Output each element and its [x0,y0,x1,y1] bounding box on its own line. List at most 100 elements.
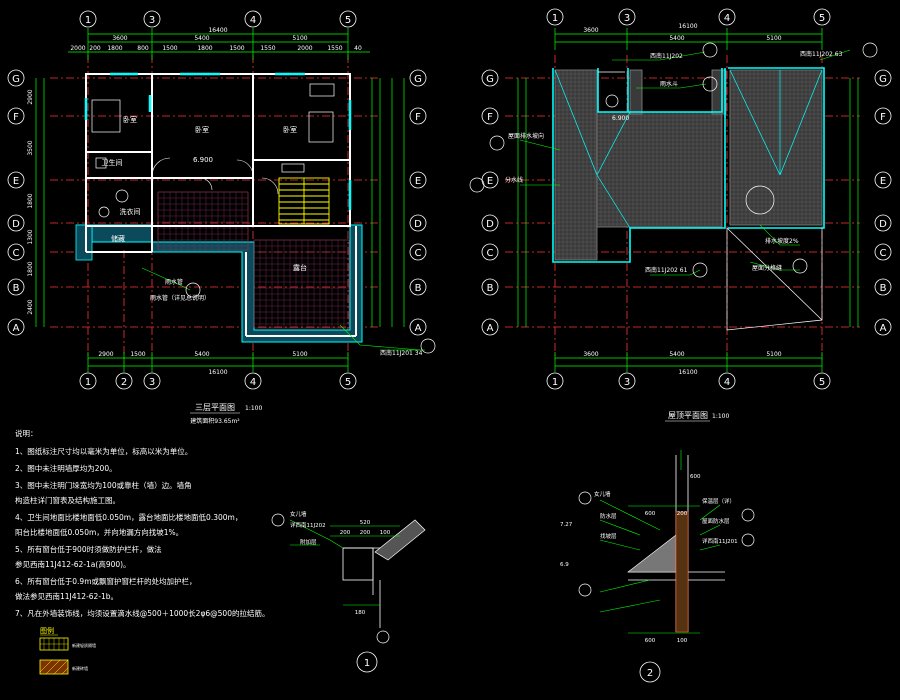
note-line: 阳台比楼地面低0.050m，并向地漏方向找坡1%。 [15,527,183,537]
dim-text: 3600 [583,27,598,34]
detail-label: 600 [690,474,701,480]
dim-text: 40 [354,45,362,52]
note-line: 4、卫生间地面比楼地面低0.050m，露台地面比楼地面低0.300m， [15,512,242,522]
dim-text: 600 [645,511,656,517]
callout-text: 屋面排水坡向 [508,132,544,140]
left-plan-scale: 1:100 [245,405,262,412]
dim-text: 180 [355,610,366,616]
right-roof-plan [469,28,878,372]
grid-row-label: B [13,283,20,294]
dim-text: 5400 [194,351,209,358]
dim-text: 800 [137,45,149,52]
left-grid-bubbles: 1 3 4 5 1 2 3 4 5 G F E D C B A [7,10,427,390]
room-label: 卫生间 [102,158,123,167]
notes-block: 说明： 1、图纸标注尺寸均以毫米为单位，标高以米为单位。 2、图中未注明墙厚均为… [15,428,269,618]
dim-text: 2400 [27,299,34,314]
left-plan-title: 三层平面图 [195,403,235,412]
note-line: 3、图中未注明门垛宽均为100或靠柱（墙）边。墙角 [15,480,192,490]
dim-text: 1500 [162,45,177,52]
callout-text: 排水坡度2% [765,237,799,245]
grid-col-label: 1 [85,377,91,388]
grid-col-label: 3 [624,13,630,24]
dim-text: 5100 [766,351,781,358]
grid-row-label: F [13,112,19,123]
dim-text: 3500 [27,140,34,155]
dim-text: 1800 [27,193,34,208]
dim-text: 1300 [27,229,34,244]
legend-item: 新建砖墙 [72,665,88,671]
dim-text: 5100 [292,351,307,358]
detail-label: 女儿墙 [290,510,307,518]
dim-text: 200 [89,45,101,52]
grid-col-label: 5 [819,13,825,24]
grid-row-label: B [487,283,494,294]
detail-label: 找坡层 [600,532,617,540]
plan-titles: 三层平面图 1:100 建筑面积93.65m² 屋顶平面图 1:100 [190,403,729,425]
grid-row-label: G [414,74,422,85]
detail-2-text: 2 600 100 600 200 7.27 6.9 女儿墙 防水层 找坡层 保… [560,474,738,679]
right-grid-bubbles: 1 3 4 5 1 3 4 5 G F E D C B A G F E [481,8,892,390]
left-floor-plan [35,28,436,372]
dim-text: 2900 [27,89,34,104]
room-labels: 卧室 卧室 卧室 卫生间 洗衣间 露台 储藏 6.900 [102,115,308,272]
right-plan-scale: 1:100 [712,413,729,420]
grid-col-label: 4 [724,377,730,388]
grid-row-label: C [415,248,422,259]
grid-row-label: D [879,219,887,230]
level-text: 7.27 [560,522,573,528]
dim-text: 5400 [669,351,684,358]
dim-text: 200 [677,511,688,517]
callout-text: 西南11J201 34 [380,349,423,357]
detail-1 [271,513,426,673]
detail-label: 保温层（详） [702,497,735,505]
grid-col-label: 5 [345,15,351,26]
dim-text: 3600 [583,351,598,358]
dim-text: 100 [677,638,688,644]
dim-text: 5400 [669,35,684,42]
grid-row-label: F [487,112,493,123]
dim-text: 1800 [107,45,122,52]
grid-col-label: 2 [121,377,127,388]
grid-row-label: E [415,176,421,187]
dim-text: 5400 [194,35,209,42]
grid-row-label: C [880,248,887,259]
callout-text: 雨水斗 [660,80,678,88]
grid-col-label: 4 [250,15,256,26]
room-label: 洗衣间 [120,207,141,216]
grid-row-label: A [13,323,20,334]
callout-text: 雨水管（详见总说明） [150,294,210,302]
notes-heading: 说明： [15,428,38,438]
dim-text: 200 [340,530,351,536]
grid-row-label: E [13,176,19,187]
note-line: 5、所有窗台低于900时须做防护栏杆，做法 [15,544,162,554]
dim-overall-bottom: 16100 [208,369,227,376]
dim-text: 5100 [292,35,307,42]
grid-row-label: D [414,219,422,230]
grid-row-label: F [415,112,421,123]
dim-text: 100 [380,530,391,536]
callout-text: 分水线 [505,176,523,184]
dim-text: 1800 [197,45,212,52]
grid-row-label: C [13,248,20,259]
grid-col-label: 5 [819,377,825,388]
left-plan-area: 建筑面积93.65m² [190,417,240,425]
grid-col-label: 4 [724,13,730,24]
callout-text: 屋面分格缝 [752,264,782,272]
dim-text: 2000 [70,45,85,52]
dim-text: 520 [360,520,371,526]
detail-label: 屋面防水层 [702,517,730,525]
detail-label: 详西南11J201 [702,537,738,545]
grid-row-label: D [486,219,494,230]
grid-row-label: B [880,283,887,294]
note-line: 做法参见西南11J412-62-1b。 [15,591,118,601]
side-dimension-texts: 2900 3500 1800 1300 1800 2400 [27,89,34,314]
detail-1-text: 1 520 200 200 100 180 女儿墙 详西南11J202 附加层 [290,510,391,669]
dim-text: 1500 [229,45,244,52]
grid-row-label: E [487,176,493,187]
dim-text: 1550 [260,45,275,52]
grid-col-label: 3 [624,377,630,388]
dim-overall-top: 16400 [208,27,227,34]
grid-row-label: F [880,112,886,123]
callout-text: 西南11J202 [650,52,683,60]
